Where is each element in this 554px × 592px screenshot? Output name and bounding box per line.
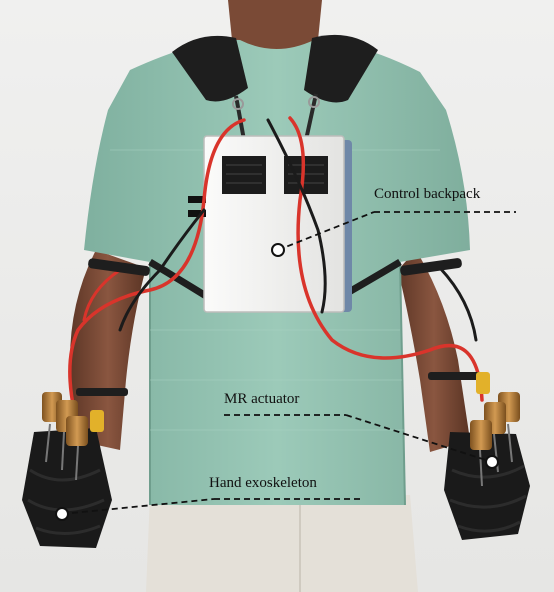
backpack-leader-line xyxy=(277,211,375,251)
pants xyxy=(146,495,418,592)
left-shoulder-strap xyxy=(172,35,248,102)
mr-actuator-label: MR actuator xyxy=(224,391,300,407)
right-hand-exoskeleton xyxy=(444,372,530,540)
left-arm xyxy=(70,250,146,450)
control-backpack-label: Control backpack xyxy=(374,186,481,202)
exoskeleton-marker xyxy=(55,507,69,521)
fan-right-icon xyxy=(284,156,328,194)
cable-red-left xyxy=(68,118,246,412)
actuator-leader-line xyxy=(345,414,493,463)
right-shoulder-strap xyxy=(304,34,378,103)
left-hand-exoskeleton xyxy=(22,392,112,548)
hand-exoskeleton-label: Hand exoskeleton xyxy=(209,475,317,491)
cable-red-right xyxy=(288,116,484,402)
backpack-marker xyxy=(271,243,285,257)
right-arm xyxy=(398,250,470,452)
actuator-marker xyxy=(485,455,499,469)
exoskeleton-leader-line xyxy=(61,498,215,515)
neck xyxy=(228,0,322,51)
fan-left-icon xyxy=(222,156,266,194)
